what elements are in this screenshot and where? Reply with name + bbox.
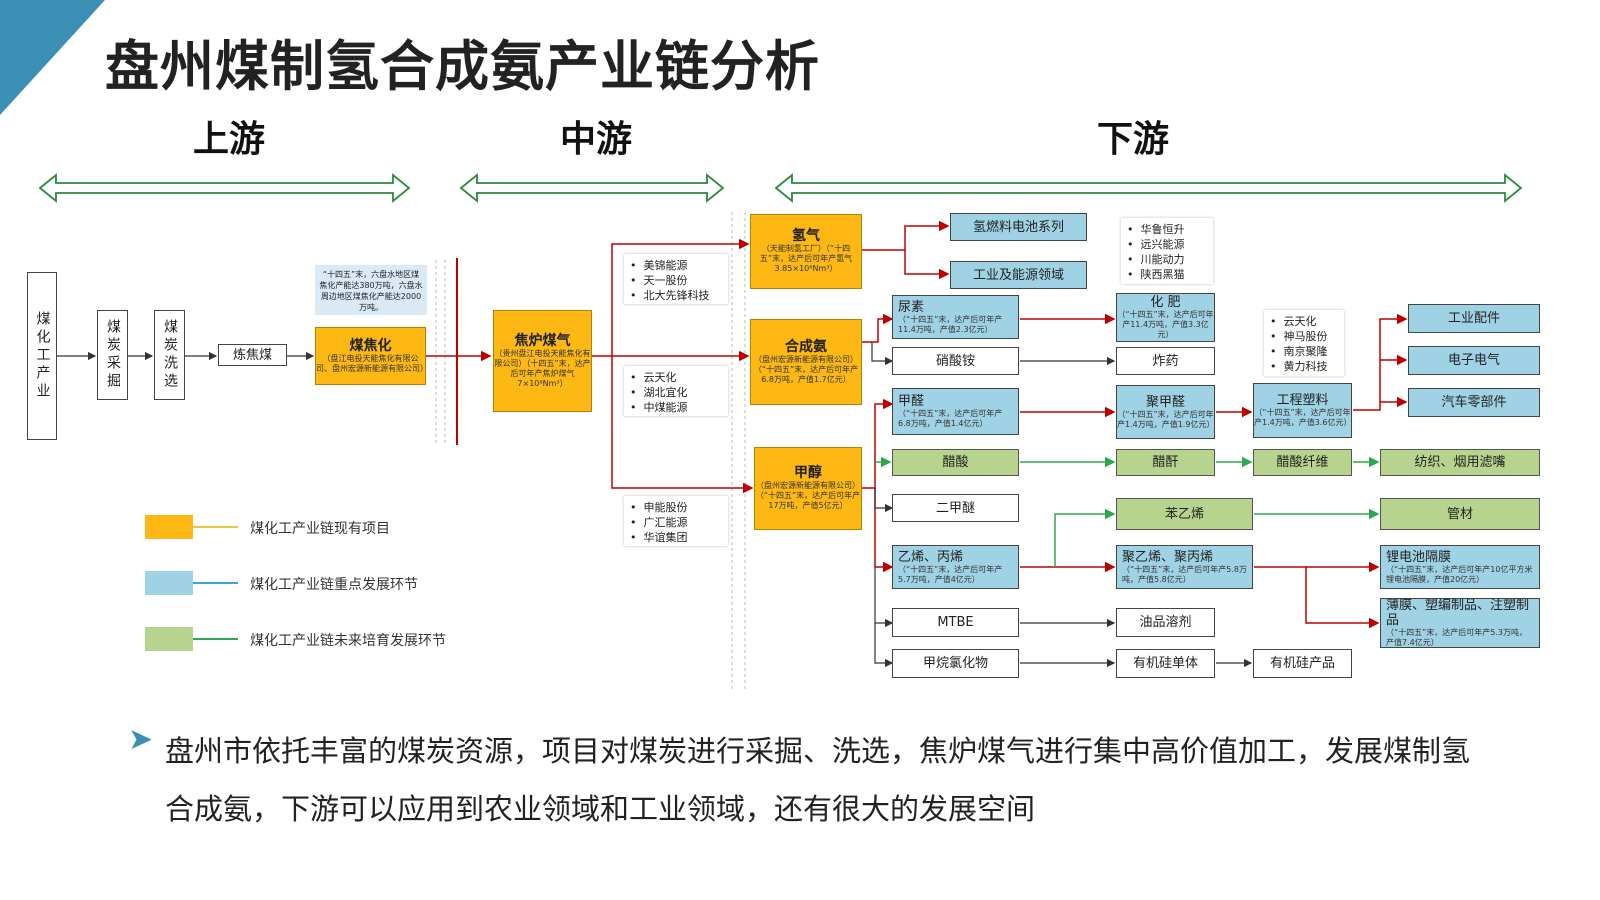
legend-label-existing: 煤化工产业链现有项目 bbox=[250, 521, 390, 537]
mtbe-box: MTBE bbox=[892, 608, 1019, 637]
film-box: 薄膜、塑编制品、注塑制品（“十四五”末，达产后可年产5.3万吨，产值7.4亿元） bbox=[1380, 598, 1540, 648]
electrical-box: 电子电气 bbox=[1408, 346, 1540, 375]
upstream-note: “十四五”末，六盘水地区煤焦化产能达380万吨，六盘水周边地区煤焦化产能达200… bbox=[315, 265, 427, 315]
acetic-acid-box: 醋酸 bbox=[892, 449, 1019, 476]
coal-mining-box: 煤炭采掘 bbox=[97, 310, 128, 400]
company-list-bottom: 申能股份广汇能源华谊集团 bbox=[624, 496, 728, 546]
urea-box: 尿素（“十四五”末，达产后可年产11.4万吨，产值2.3亿元） bbox=[892, 295, 1019, 339]
oil-solvent-box: 油品溶剂 bbox=[1116, 608, 1215, 637]
pipe-box: 管材 bbox=[1380, 498, 1540, 530]
legend-swatch-future bbox=[145, 627, 193, 651]
legend-swatch-key bbox=[145, 571, 193, 595]
stage-arrows bbox=[38, 173, 1523, 203]
fuel-cell-box: 氢燃料电池系列 bbox=[950, 213, 1087, 241]
stage-downstream: 下游 bbox=[1097, 119, 1170, 160]
plastic-company-list: 云天化神马股份南京聚隆黄力科技 bbox=[1264, 310, 1344, 376]
coking-coal-box: 炼焦煤 bbox=[218, 344, 287, 366]
styrene-box: 苯乙烯 bbox=[1116, 498, 1253, 530]
summary-text: 盘州市依托丰富的煤炭资源，项目对煤炭进行采掘、洗选，焦炉煤气进行集中高价值加工，… bbox=[165, 734, 1471, 826]
ammonia-box: 合成氨（盘州宏源新能源有限公司）（“十四五”末，达产后可年产6.8万吨，产值1.… bbox=[750, 319, 862, 405]
corner-accent bbox=[0, 0, 105, 115]
legend-label-future: 煤化工产业链未来培育发展环节 bbox=[250, 633, 446, 649]
stage-upstream: 上游 bbox=[193, 119, 266, 160]
silicone-product-box: 有机硅产品 bbox=[1253, 649, 1352, 678]
olefins-box: 乙烯、丙烯（“十四五”末，达产后可年产5.7万吨，产值4亿元） bbox=[892, 545, 1019, 589]
separator-box: 锂电池隔膜（“十四五”末，达产后可年产10亿平方米锂电池隔膜，产值20亿元） bbox=[1380, 545, 1540, 589]
formaldehyde-box: 甲醛（“十四五”末，达产后可年产6.8万吨，产值1.4亿元） bbox=[892, 388, 1019, 435]
stage-midstream: 中游 bbox=[560, 119, 633, 160]
page-title: 盘州煤制氢合成氨产业链分析 bbox=[105, 35, 820, 98]
industry-energy-box: 工业及能源领域 bbox=[950, 261, 1087, 289]
silicone-monomer-box: 有机硅单体 bbox=[1116, 649, 1215, 678]
auto-parts-box: 汽车零部件 bbox=[1408, 388, 1540, 417]
explosive-box: 炸药 bbox=[1116, 347, 1215, 375]
company-list-mid: 云天化湖北宜化中煤能源 bbox=[624, 366, 728, 416]
ammonium-nitrate-box: 硝酸铵 bbox=[892, 347, 1019, 375]
textile-filter-box: 纺织、烟用滤嘴 bbox=[1380, 449, 1540, 476]
hydrogen-box: 氢气（天能制氢工厂）（“十四五”末，达产后可年产氢气3.85×10⁸Nm³） bbox=[750, 214, 862, 289]
legend-line-future bbox=[193, 638, 238, 640]
dme-box: 二甲醚 bbox=[892, 494, 1019, 522]
industrial-parts-box: 工业配件 bbox=[1408, 304, 1540, 333]
legend-line-existing bbox=[193, 526, 238, 528]
arrow-bullet-icon: ➤ bbox=[128, 722, 154, 757]
legend-line-key bbox=[193, 582, 238, 584]
h2-company-list: 华鲁恒升远兴能源川能动力陕西黑猫 bbox=[1121, 218, 1213, 284]
methyl-chloride-box: 甲烷氯化物 bbox=[892, 649, 1019, 678]
company-list-top: 美锦能源天一股份北大先锋科技 bbox=[624, 254, 728, 304]
legend-swatch-existing bbox=[145, 515, 193, 539]
acetate-fiber-box: 醋酸纤维 bbox=[1253, 449, 1352, 476]
eng-plastic-box: 工程塑料（“十四五”末，达产后可年产1.4万吨，产值3.6亿元） bbox=[1253, 383, 1352, 438]
polyformaldehyde-box: 聚甲醛（“十四五”末，达产后可年产1.4万吨，产值1.9亿元） bbox=[1116, 385, 1215, 439]
coke-gas-box: 焦炉煤气（贵州盘江电投天能焦化有限公司）（十四五”末，达产后可年产焦炉煤气7×1… bbox=[493, 310, 592, 412]
coking-box: 煤焦化（盘江电投天能焦化有限公司、盘州宏源新能源有限公司） bbox=[315, 327, 426, 385]
fertilizer-box: 化 肥（“十四五”末，达产后可年产11.4万吨，产值3.3亿元） bbox=[1116, 293, 1215, 342]
acetic-anhydride-box: 醋酐 bbox=[1116, 449, 1215, 476]
legend-label-key: 煤化工产业链重点发展环节 bbox=[250, 577, 418, 593]
coal-industry-box: 煤化工产业 bbox=[27, 272, 57, 440]
polyolefins-box: 聚乙烯、聚丙烯（“十四五”末，达产后可年产5.8万吨，产值5.8亿元） bbox=[1116, 545, 1253, 589]
coal-washing-box: 煤炭洗选 bbox=[154, 310, 185, 400]
methanol-box: 甲醇（盘州宏源新能源有限公司）（“十四五”末，达产后可年产17万吨，产值5亿元） bbox=[754, 447, 862, 530]
